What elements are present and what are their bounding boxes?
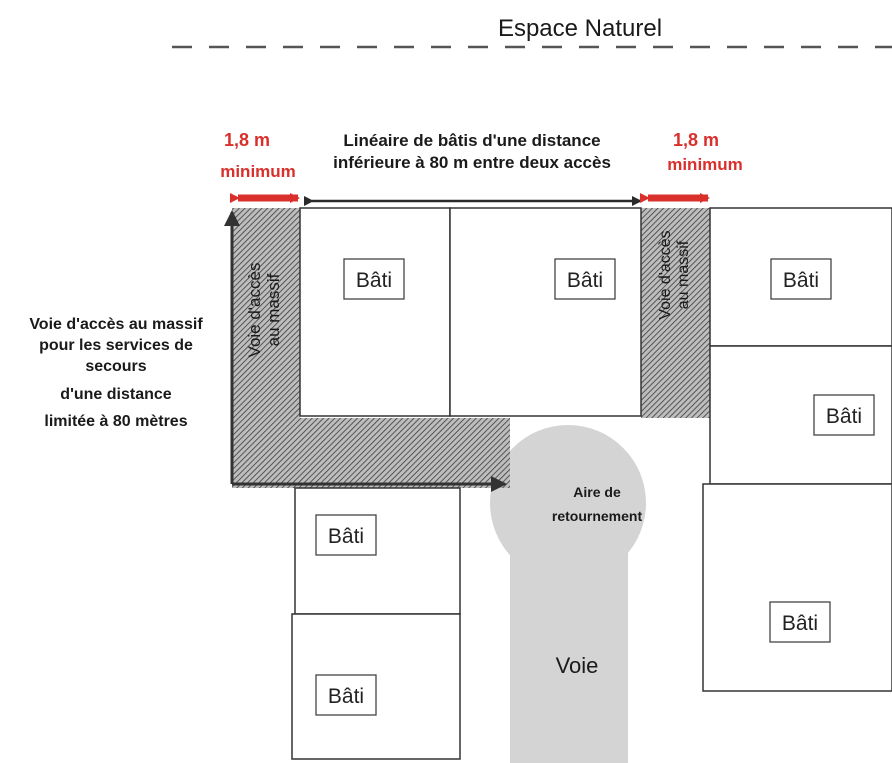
bati-label: Bâti [356,269,392,292]
bati-label: Bâti [328,525,364,548]
bati-box-5: Bâti [315,514,377,556]
side-note: Voie d'accès au massif pour les services… [29,316,203,430]
road-label: Voie [556,653,599,678]
access-road-left-line2: au massif [264,273,283,346]
natural-area-label: Espace Naturel [498,15,662,42]
bati-label-boxes: Bâti Bâti Bâti Bâti Bâti Bâti Bâti [315,258,875,716]
access-road-label-left: Voie d'accès au massif [245,263,283,358]
access-road-right-line1: Voie d'accès [657,230,674,319]
distance-label-line2: inférieure à 80 m entre deux accès [333,153,611,172]
turnaround-label-line1: Aire de [573,484,621,500]
side-note-line2: pour les services de [39,337,193,354]
distance-label-line1: Linéaire de bâtis d'une distance [343,131,600,150]
hatched-access-road-left [232,208,510,488]
lot-top-middle [449,207,642,417]
bati-box-4: Bâti [813,394,875,436]
bati-box-6: Bâti [769,601,831,643]
side-note-line3: secours [85,358,146,375]
min-left-word: minimum [220,162,296,181]
side-note-line1: Voie d'accès au massif [29,316,203,333]
bati-box-1: Bâti [343,258,405,300]
bati-box-7: Bâti [315,674,377,716]
bati-label: Bâti [826,405,862,428]
bati-box-2: Bâti [554,258,616,300]
bati-label: Bâti [328,685,364,708]
lot-right-bottom [702,483,892,692]
min-right-value: 1,8 m [673,130,719,150]
bati-box-3: Bâti [770,258,832,300]
hatched-access-road-right [641,208,710,418]
access-road-left-line1: Voie d'accès [245,263,264,358]
access-road-label-right: Voie d'accès au massif [657,230,692,319]
bati-label: Bâti [567,269,603,292]
bati-label: Bâti [782,612,818,635]
lot-top-left [299,207,451,417]
access-road-right-line2: au massif [675,240,692,309]
side-note-line5: limitée à 80 mètres [44,413,187,430]
side-note-line4: d'une distance [60,386,171,403]
road [490,425,646,763]
min-left-value: 1,8 m [224,130,270,150]
building-lots [291,207,892,760]
turnaround-label-line2: retournement [552,508,643,524]
bati-label: Bâti [783,269,819,292]
min-right-word: minimum [667,155,743,174]
